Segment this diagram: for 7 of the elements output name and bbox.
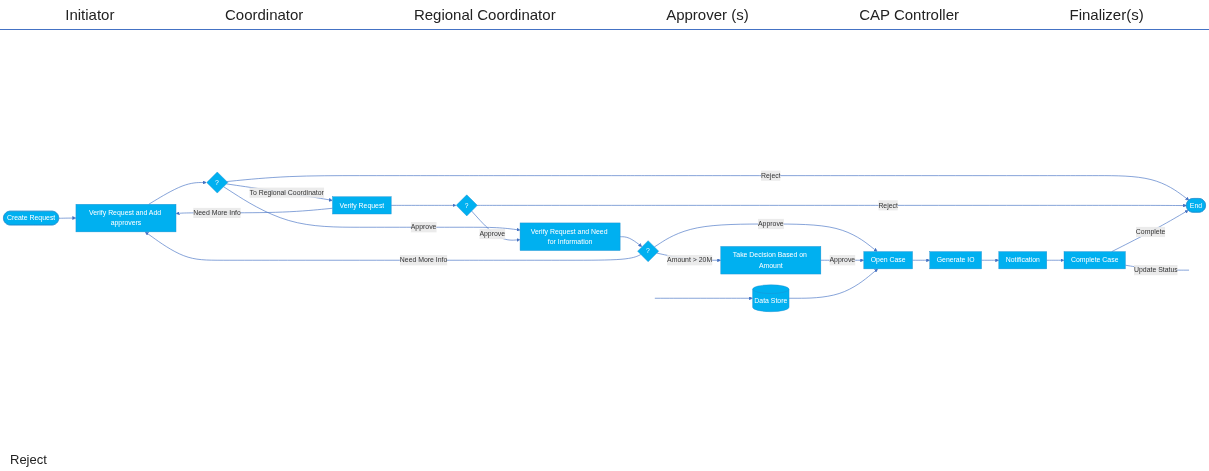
lane-header: CAP Controller bbox=[859, 6, 959, 23]
lane-header: Coordinator bbox=[224, 6, 304, 23]
note-text: Reject bbox=[10, 452, 47, 467]
lane-header: Approver (s) bbox=[666, 6, 749, 23]
lane-header: Regional Coordinator bbox=[413, 6, 556, 23]
lane-header: Finalizer(s) bbox=[1069, 6, 1144, 23]
lane-header: Initiator bbox=[65, 6, 115, 23]
